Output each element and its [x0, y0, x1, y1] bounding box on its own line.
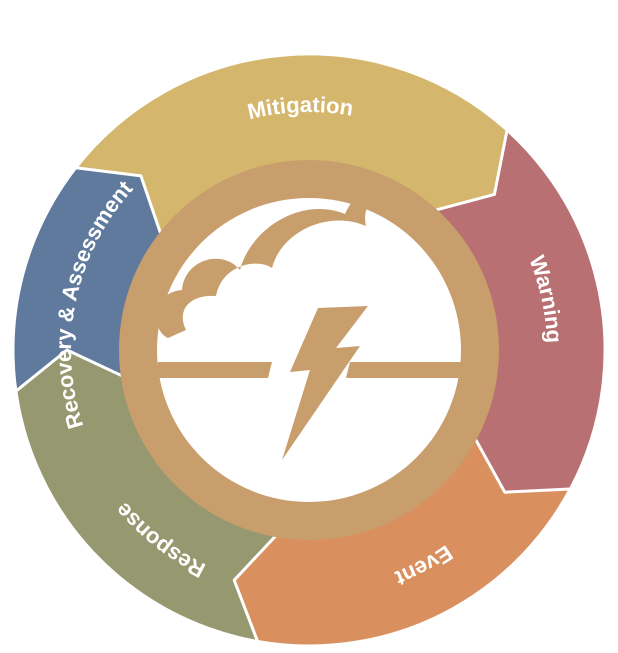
cloud-icon — [156, 183, 410, 338]
storm-cloud-lightning-icon — [156, 183, 462, 460]
lightning-bolt-icon — [282, 306, 368, 460]
ground-line-left — [156, 362, 272, 378]
cycle-segments — [11, 52, 607, 648]
center-hub — [119, 160, 499, 540]
ground-line-right — [346, 362, 462, 378]
